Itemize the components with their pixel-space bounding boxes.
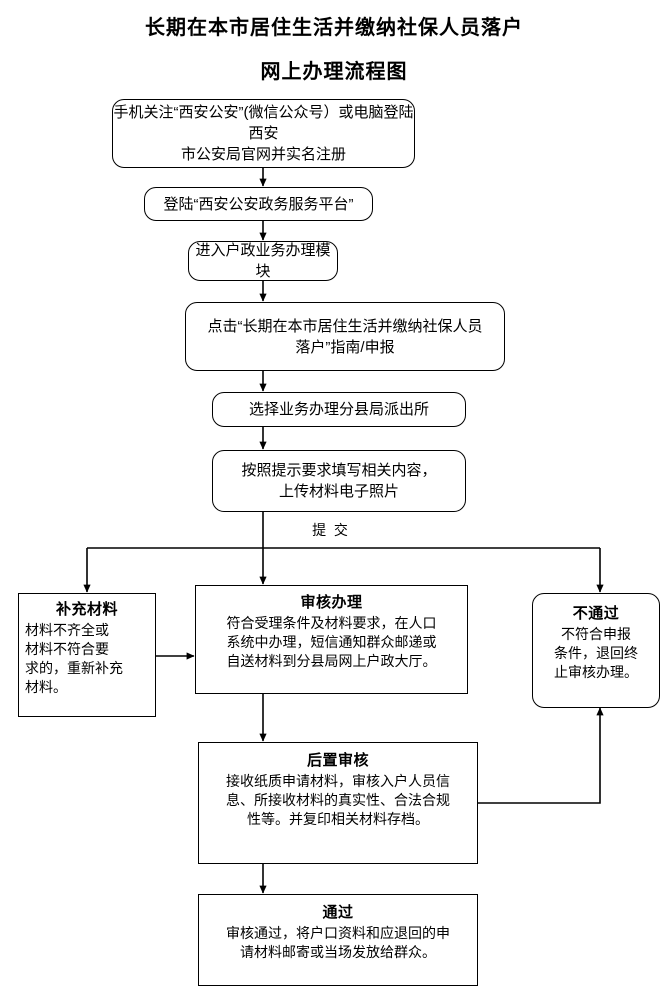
flow-node-rejected-heading: 不通过: [572, 605, 620, 622]
flow-node-rejected-text: 不符合申报 条件，退回终 止审核办理。: [554, 626, 638, 680]
flow-node-fill-upload-text: 按照提示要求填写相关内容， 上传材料电子照片: [241, 462, 437, 500]
flow-node-login-platform-text: 登陆“西安公安政务服务平台”: [163, 195, 354, 213]
flow-node-review-processing-heading: 审核办理: [300, 594, 363, 611]
flow-node-household-module-text: 进入户政业务办理模块: [195, 242, 331, 280]
edge-label-submit: 提 交: [290, 521, 370, 539]
flow-node-click-guide-text: 点击“长期在本市居住生活并缴纳社保人员 落户”指南/申报: [207, 317, 483, 356]
page-title-line-1: 长期在本市居住生活并缴纳社保人员落户: [145, 17, 523, 39]
flow-node-review-processing[interactable]: 审核办理 符合受理条件及材料要求，在人口 系统中办理，短信通知群众邮递或 自送材…: [195, 585, 468, 694]
flow-node-household-module[interactable]: 进入户政业务办理模块: [188, 241, 338, 281]
flow-node-post-review-heading: 后置审核: [306, 752, 369, 769]
flow-node-rejected[interactable]: 不通过 不符合申报 条件，退回终 止审核办理。: [532, 593, 660, 708]
flow-node-approved-text: 审核通过，将户口资料和应退回的申 请材料邮寄或当场发放给群众。: [226, 925, 450, 960]
page-title-line-2: 网上办理流程图: [260, 61, 408, 83]
flow-node-login-platform[interactable]: 登陆“西安公安政务服务平台”: [144, 187, 373, 221]
flow-node-approved-heading: 通过: [322, 904, 354, 921]
flow-node-post-review-text: 接收纸质申请材料，审核入户人员信 息、所接收材料的真实性、合法合规 性等。并复印…: [226, 773, 450, 827]
flow-node-review-processing-text: 符合受理条件及材料要求，在人口 系统中办理，短信通知群众邮递或 自送材料到分县局…: [226, 615, 437, 669]
flow-node-click-guide[interactable]: 点击“长期在本市居住生活并缴纳社保人员 落户”指南/申报: [185, 302, 505, 371]
flow-node-select-station-text: 选择业务办理分县局派出所: [248, 401, 429, 418]
flow-node-supplement-materials-heading: 补充材料: [55, 601, 118, 618]
flow-node-register-text: 手机关注“西安公安”(微信公众号）或电脑登陆西安 市公安局官网并实名注册: [113, 104, 414, 163]
flow-node-supplement-materials[interactable]: 补充材料 材料不齐全或 材料不符合要 求的，重新补充 材料。: [18, 593, 156, 717]
flow-node-select-station[interactable]: 选择业务办理分县局派出所: [212, 392, 466, 427]
flow-node-approved[interactable]: 通过 审核通过，将户口资料和应退回的申 请材料邮寄或当场发放给群众。: [198, 894, 478, 986]
flow-node-post-review[interactable]: 后置审核 接收纸质申请材料，审核入户人员信 息、所接收材料的真实性、合法合规 性…: [198, 742, 478, 864]
edge-n10-n9: [478, 707, 604, 804]
flow-node-fill-upload[interactable]: 按照提示要求填写相关内容， 上传材料电子照片: [212, 450, 466, 512]
flow-node-supplement-materials-text: 材料不齐全或 材料不符合要 求的，重新补充 材料。: [25, 622, 123, 695]
flow-node-register[interactable]: 手机关注“西安公安”(微信公众号）或电脑登陆西安 市公安局官网并实名注册: [112, 99, 415, 168]
